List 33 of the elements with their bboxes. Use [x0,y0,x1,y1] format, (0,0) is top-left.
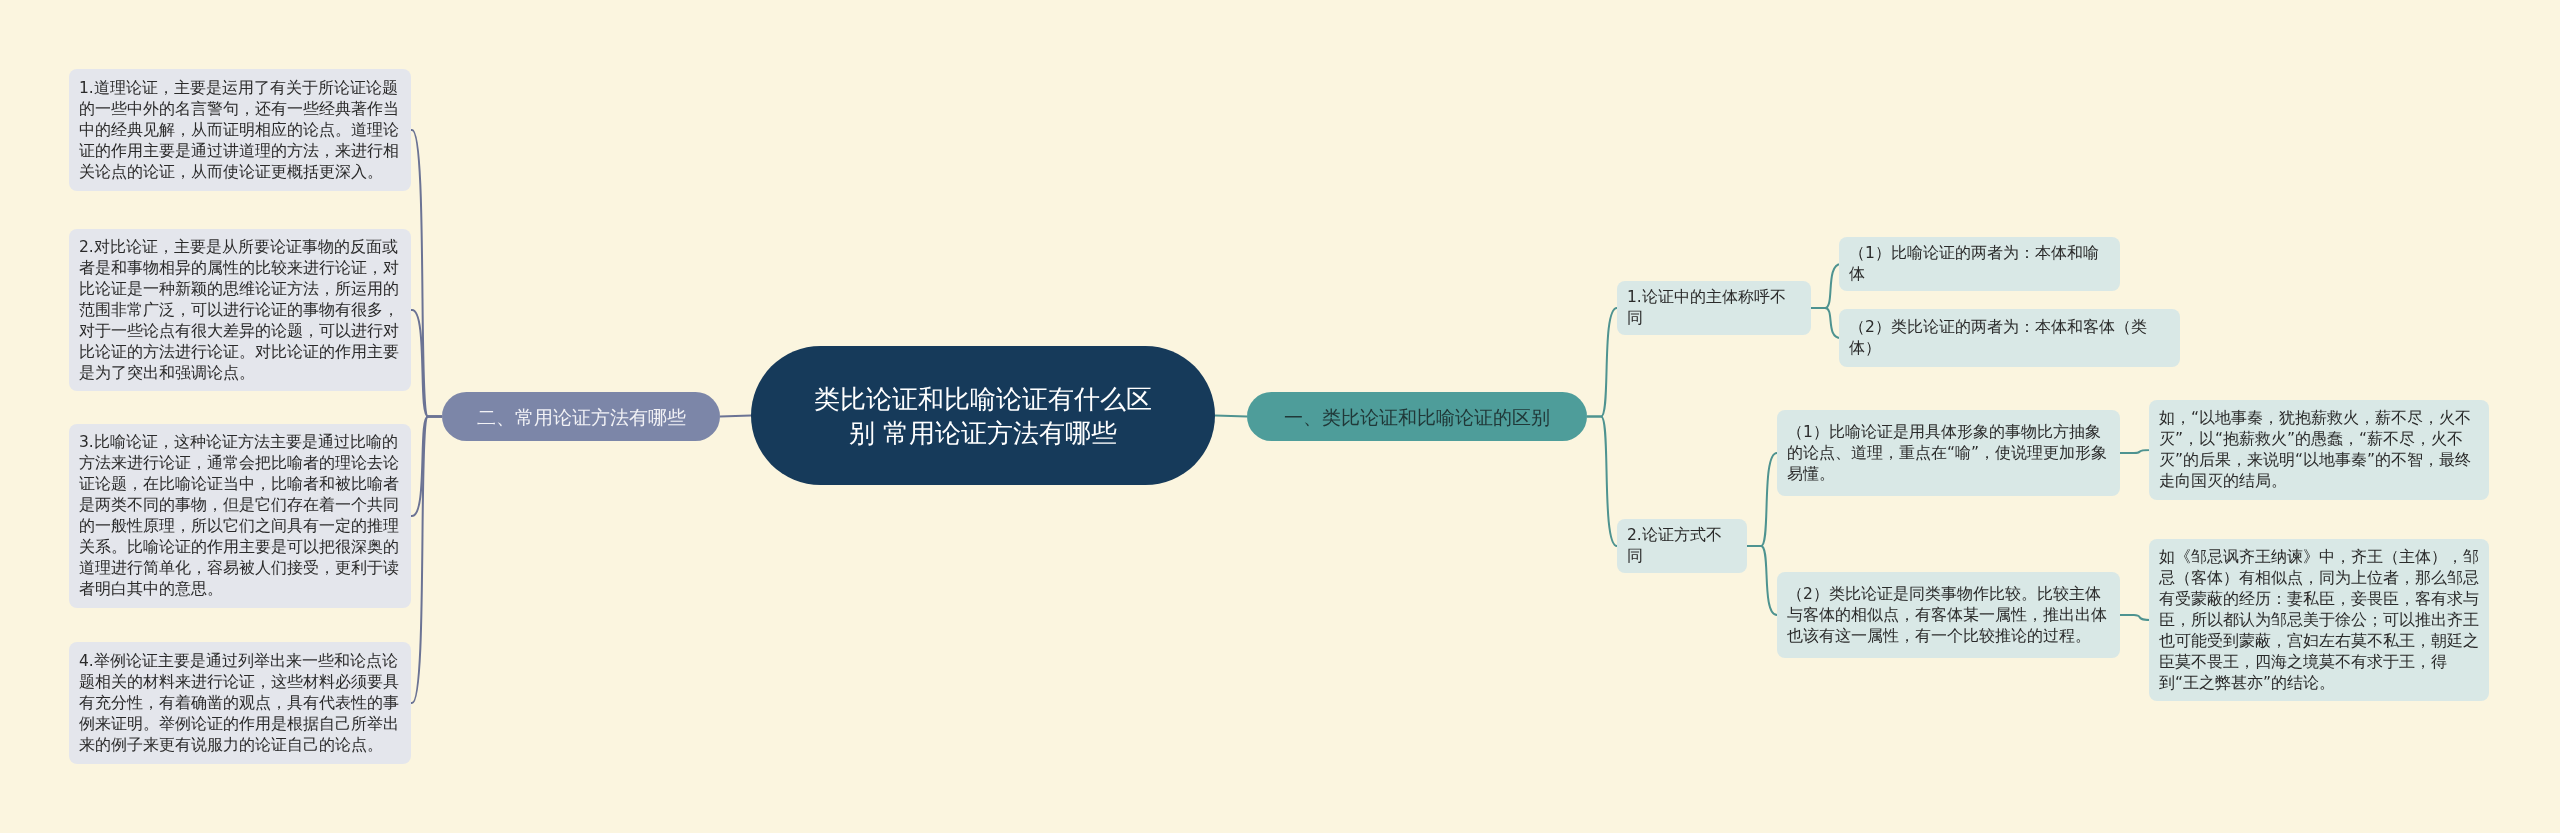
topic-text: 3.比喻论证，这种论证方法主要是通过比喻的方法来进行论证，通常会把比喻者的理论去论证论题，在比喻论证当中，比喻者和被比喻者是两类不同的事物，但是它们存在着一个共同的一般性原理，所以它们之间具有一定的推理关系。比喻论证的作用主要是可以把很深奥的道理进行简单化，容易被人们接受，更利于读者明白其中的意思。 [79,432,400,600]
topic-box [1777,410,2120,496]
connector-line [2119,449,2151,454]
topic-text: 二、常用论证方法有哪些 [476,404,686,429]
connector-line [410,415,443,704]
connector-line [2119,614,2151,621]
topic-text: 1.道理论证，主要是运用了有关于所论证论题的一些中外的名言警句，还有一些经典著作当中的经典见解，从而证明相应的论点。道理论证的作用主要是通过讲道理的方法，来进行相关论点的论证，从而使论证更概括更深入。 [79,77,400,183]
connector-line [1586,415,1618,547]
topic-text: 1.论证中的主体称呼不同 [1627,287,1787,329]
topic-box [1777,572,2120,658]
topic-box [2149,400,2489,500]
topic-box [1839,309,2180,367]
topic-text: （1）比喻论证的两者为：本体和喻体 [1849,243,2100,285]
branch-topic [442,392,720,441]
topic-text: 2.论证方式不同 [1627,525,1723,567]
text-card [69,642,411,764]
connector-line [1214,414,1248,418]
topic-box [1839,237,2120,291]
topic-text: 2.对比论证，主要是从所要论证事物的反面或者是和事物相异的属性的比较来进行论证，对比论证是一种新颖的思维论证方法，所运用的范围非常广泛，可以进行论证的事物有很多，对于一些论点有很大差异的论题，可以进行对比论证的方法进行论证。对比论证的作用主要是为了突出和强调论点。 [79,236,400,384]
branch-topic [1247,392,1587,441]
topic-text: 类比论证和比喻论证有什么区别 常用论证方法有哪些 [813,382,1153,450]
topic-text: （2）类比论证是同类事物作比较。比较主体与客体的相似点，有客体某一属性，推出出体也该有这一属性，有一个比较推论的过程。 [1787,583,2108,647]
topic-text: 一、类比论证和比喻论证的区别 [1284,404,1550,429]
topic-text: 如《邹忌讽齐王纳谏》中，齐王（主体），邹忌（客体）有相似点，同为上位者，那么邹忌有受蒙蔽的经历：妻私臣，妾畏臣，客有求与臣，所以都认为邹忌美于徐公；可以推出齐王也可能受到蒙蔽，宫妇左右莫不私王，朝廷之臣莫不畏王，四海之境莫不有求于王，得到“王之弊甚亦”的结论。 [2159,546,2479,694]
topic-text: （1）比喻论证是用具体形象的事物比方抽象的论点、道理，重点在“喻”，使说理更加形象易懂。 [1787,421,2109,485]
topic-box [1617,519,1747,573]
text-card [69,69,411,191]
topic-text: 如，“以地事秦，犹抱薪救火，薪不尽，火不灭”，以“抱薪救火”的愚蠢，“薪不尽，火不灭”的后果，来说明“以地事秦”的不智，最终走向国灭的结局。 [2159,408,2473,492]
connector-line [1746,545,1778,616]
connector-line [719,414,752,418]
topic-text: （2）类比论证的两者为：本体和客体（类体） [1849,317,2148,359]
topic-box [1617,281,1811,335]
topic-text: 4.举例论证主要是通过列举出来一些和论点论题相关的材料来进行论证，这些材料必须要具有充分性，有着确凿的观点，具有代表性的事例来证明。举例论证的作用是根据自己所举出来的例子来更有说服力的论证自己的论点。 [79,650,400,756]
